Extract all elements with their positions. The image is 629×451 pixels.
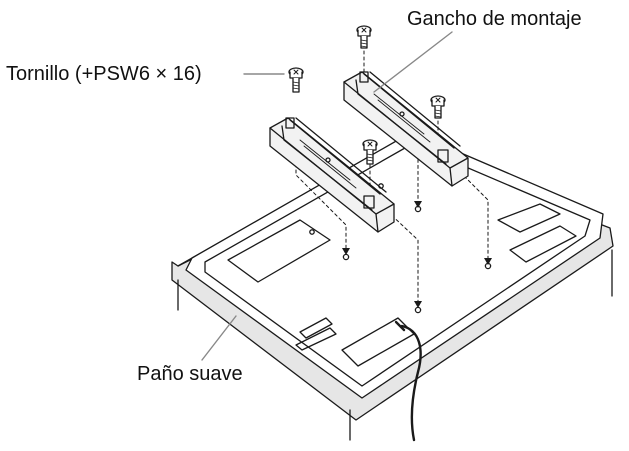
screw-1-icon	[356, 25, 372, 49]
arrow-heads	[342, 201, 492, 308]
label-leaders	[201, 31, 453, 361]
screw-label: Tornillo (+PSW6 × 16)	[6, 63, 202, 85]
soft-cloth-label: Paño suave	[137, 363, 243, 385]
mounting-bracket-left	[269, 117, 395, 233]
mounting-hook-label: Gancho de montaje	[407, 8, 582, 30]
mounting-bracket-right	[343, 71, 469, 187]
screw-4-icon	[362, 139, 378, 165]
screw-2-icon	[288, 67, 304, 93]
screw-3-icon	[430, 95, 446, 119]
